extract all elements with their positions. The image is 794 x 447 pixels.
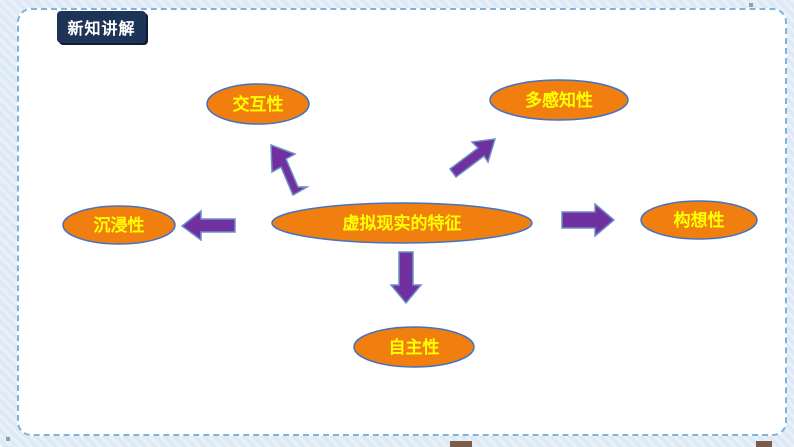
- arrow-to-imagination: [561, 202, 616, 238]
- node-multisensory-label: 多感知性: [525, 90, 593, 111]
- decor-dot: [749, 3, 753, 7]
- node-imagination-label: 构想性: [674, 210, 725, 231]
- node-interactivity-label: 交互性: [233, 94, 284, 115]
- node-interactivity: 交互性: [206, 83, 310, 125]
- node-multisensory: 多感知性: [489, 79, 629, 121]
- node-imagination: 构想性: [640, 200, 758, 240]
- arrow-to-interactivity: [270, 143, 310, 197]
- node-autonomy: 自主性: [353, 326, 475, 368]
- arrow-to-multisensory: [448, 138, 497, 179]
- decor-strip: [756, 441, 772, 447]
- node-immersion-label: 沉浸性: [94, 215, 145, 236]
- decor-strip: [450, 441, 472, 447]
- section-title-tag: 新知讲解: [57, 11, 146, 43]
- node-center-label: 虚拟现实的特征: [343, 213, 462, 234]
- node-autonomy-label: 自主性: [389, 337, 440, 358]
- node-immersion: 沉浸性: [62, 205, 176, 245]
- arrow-to-autonomy: [389, 251, 423, 305]
- arrow-to-immersion: [180, 209, 236, 242]
- decor-dot: [6, 437, 10, 441]
- node-center: 虚拟现实的特征: [271, 202, 533, 244]
